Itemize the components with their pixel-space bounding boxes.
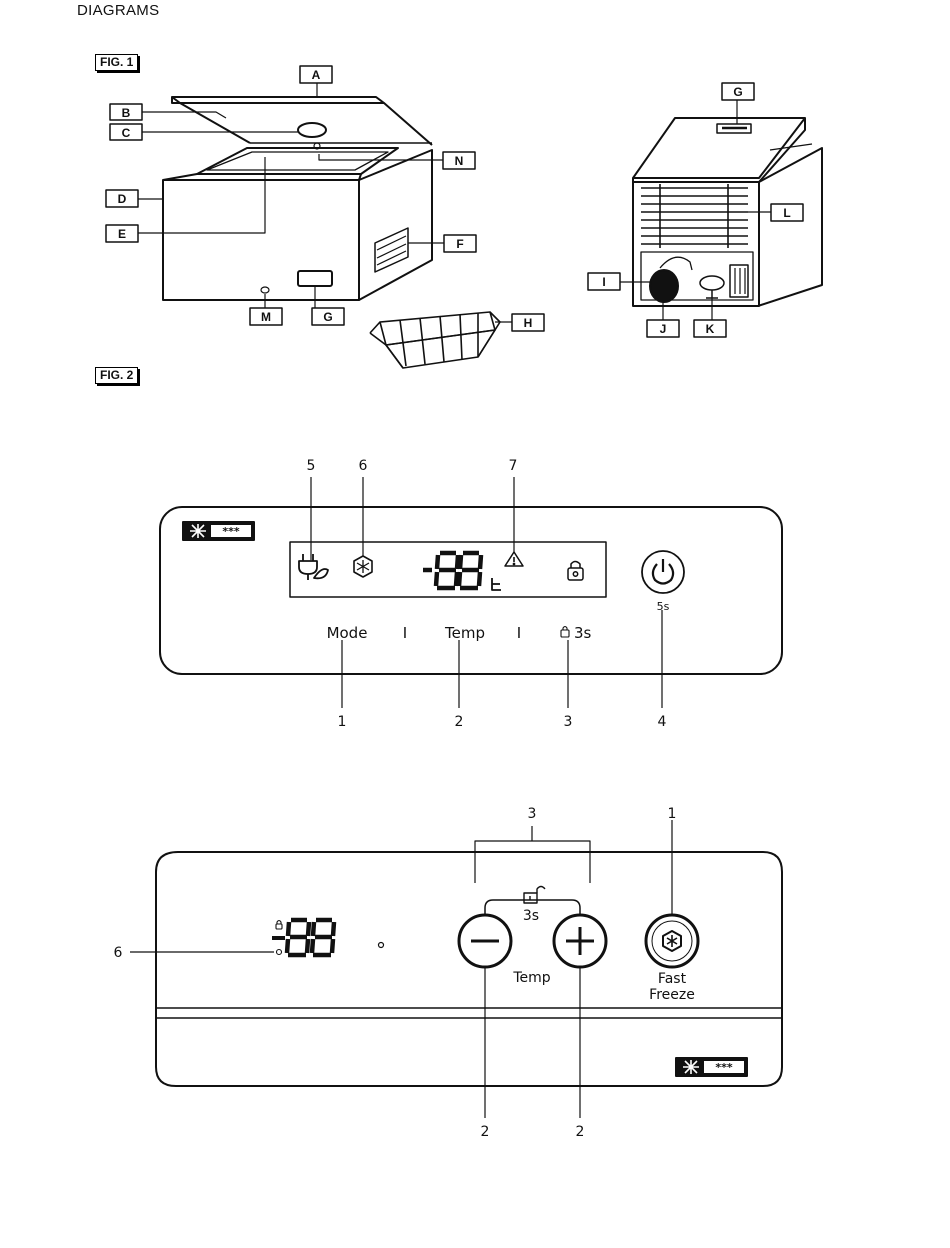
panel2-leaders (130, 820, 672, 1118)
basket-illustration (370, 312, 500, 368)
callout-2: 2 (455, 714, 464, 730)
light-c-shape (298, 123, 326, 137)
label-n: N (455, 154, 464, 168)
label-a: A (312, 68, 321, 82)
display-segments-1 (423, 553, 501, 590)
control-panel-1 (160, 507, 782, 674)
callout2-2a: 2 (481, 1124, 490, 1140)
power-hold-label: 5s (657, 600, 670, 613)
separator-2: I (517, 624, 521, 642)
warning-icon (505, 552, 523, 566)
temp-label: Temp (444, 624, 485, 642)
temp-minus-button[interactable] (459, 915, 511, 967)
freeze-label: Freeze (649, 987, 695, 1003)
freezer-front-illustration (163, 97, 432, 300)
fast-freeze-button[interactable] (646, 915, 698, 967)
lock-hold-label: 3s (574, 624, 592, 642)
label-g-back: G (733, 85, 742, 99)
separator-1: I (403, 624, 407, 642)
rating-stars-2: *** (715, 1061, 733, 1074)
lock-hold-label-2: 3s (523, 908, 539, 924)
fig1-label-boxes (106, 66, 803, 337)
fast-label: Fast (658, 971, 687, 987)
display-segments-2 (287, 920, 334, 955)
callout-1: 1 (338, 714, 347, 730)
label-d: D (118, 192, 127, 206)
label-h: H (524, 316, 533, 330)
callout-3: 3 (564, 714, 573, 730)
label-j: J (660, 322, 667, 336)
label-i: I (602, 275, 605, 289)
callout2-1: 1 (668, 806, 677, 822)
mode-label: Mode (327, 624, 368, 642)
label-k: K (706, 322, 715, 336)
label-c: C (122, 126, 131, 140)
snowflake-hexagon-icon (354, 556, 372, 577)
callout2-3: 3 (528, 806, 537, 822)
label-e: E (118, 227, 126, 241)
temp-plus-button[interactable] (554, 915, 606, 967)
lock-icon (568, 562, 583, 581)
temp-label-2: Temp (512, 970, 550, 986)
callout2-2b: 2 (576, 1124, 585, 1140)
label-m: M (261, 310, 271, 324)
label-b: B (122, 106, 131, 120)
callout-6: 6 (359, 458, 368, 474)
label-g: G (323, 310, 332, 324)
callout-5: 5 (307, 458, 316, 474)
power-button[interactable] (642, 551, 684, 593)
rating-stars-1: *** (222, 525, 240, 538)
callout2-6: 6 (114, 945, 123, 961)
callout-7: 7 (509, 458, 518, 474)
label-f: F (456, 237, 463, 251)
callout-4: 4 (658, 714, 667, 730)
label-l: L (783, 206, 790, 220)
eco-plug-icon (299, 554, 328, 580)
control-panel-2 (156, 852, 782, 1086)
